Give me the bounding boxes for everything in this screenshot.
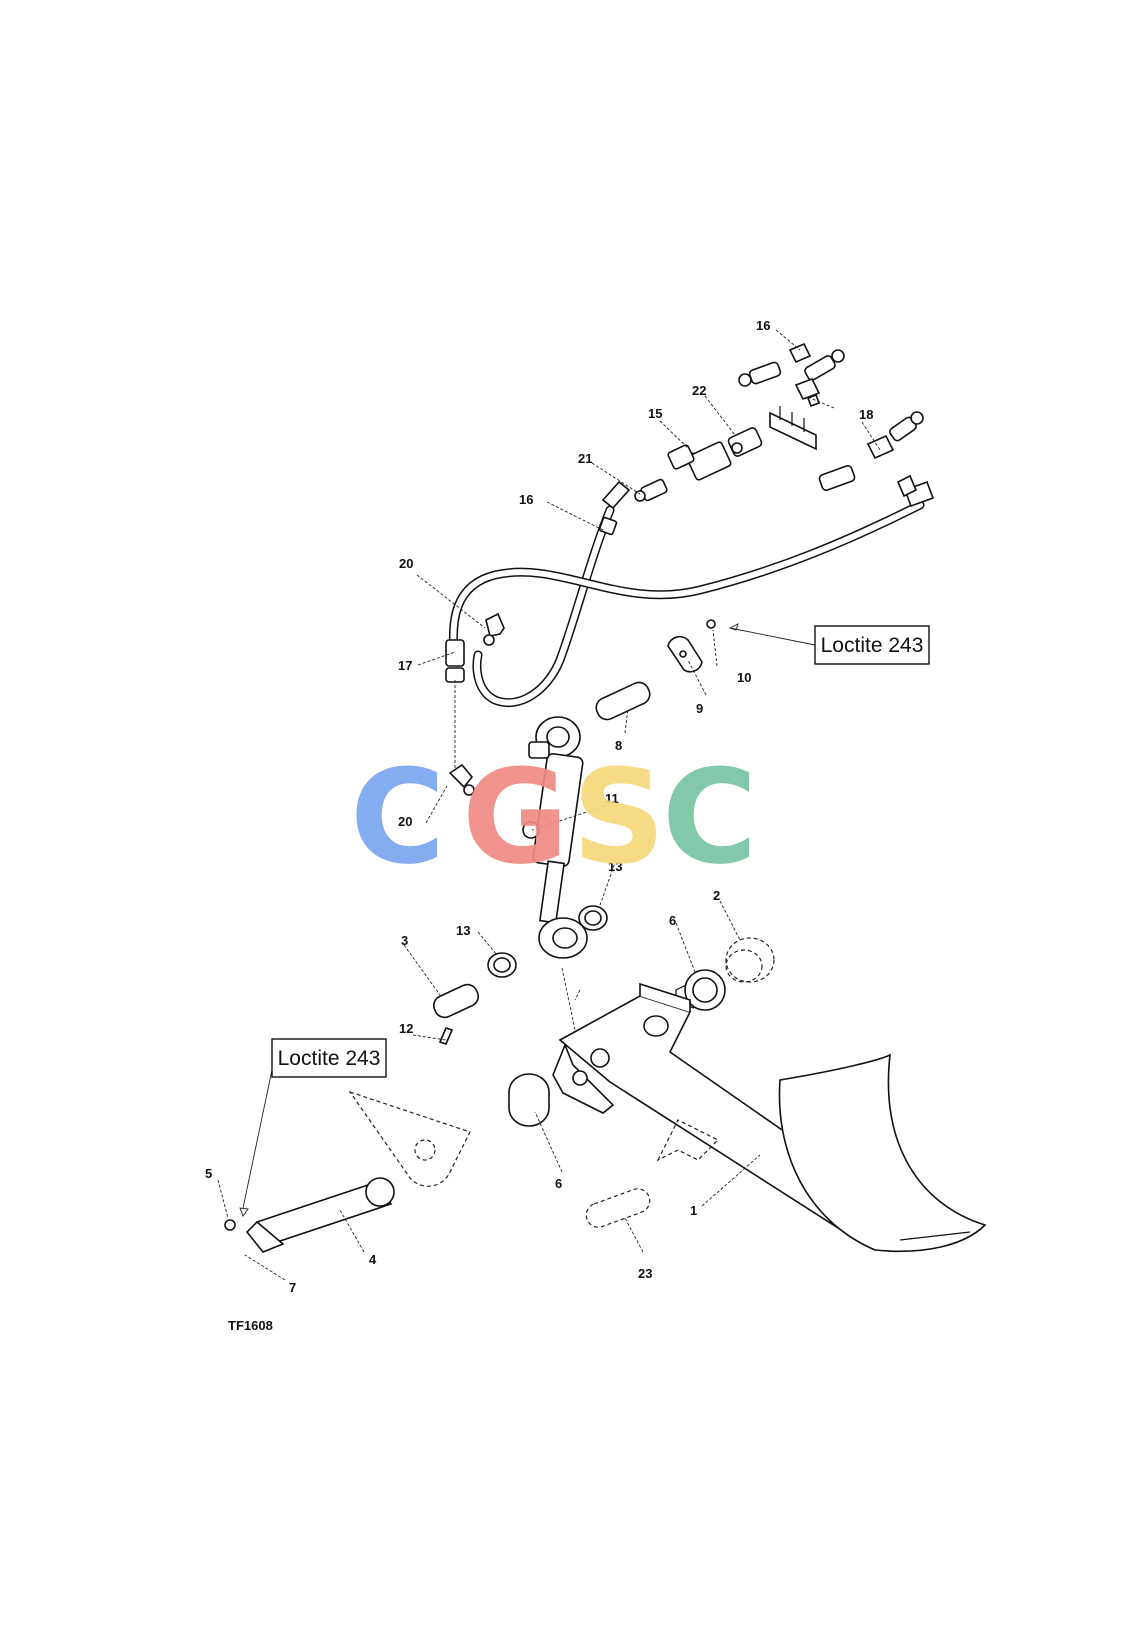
- fitting-19-group: [794, 377, 924, 492]
- callout-9: 9: [696, 701, 703, 716]
- callout-7: 7: [289, 1280, 296, 1295]
- callout-12: 12: [399, 1021, 413, 1036]
- hydraulic-cylinder: [522, 716, 588, 959]
- watermark-letter-4: C: [662, 741, 757, 893]
- callout-10: 10: [737, 670, 751, 685]
- callout-13-right: 13: [608, 859, 622, 874]
- washer-2: [725, 937, 775, 983]
- callout-19: 18: [859, 407, 873, 422]
- hose-16: [472, 480, 631, 708]
- callout-6-upper: 6: [669, 913, 676, 928]
- callout-11: 11: [605, 791, 619, 806]
- seal-13-left: [487, 952, 517, 978]
- pin-23: [585, 1119, 720, 1228]
- loctite-label-upper: Loctite 243: [821, 634, 924, 657]
- seal-13-right: [578, 905, 608, 931]
- fitting-22: [727, 427, 763, 457]
- callout-4: 4: [369, 1252, 377, 1267]
- callout-2: 2: [713, 888, 720, 903]
- plate-9: [667, 635, 703, 673]
- callout-20-lower: 20: [398, 814, 412, 829]
- watermark-letter-2: G: [462, 741, 569, 893]
- loctite-note-upper: Loctite 243: [814, 625, 930, 665]
- bracket-plate: [348, 1090, 471, 1187]
- hose-17: [445, 474, 935, 683]
- valve-15: [667, 441, 732, 481]
- callout-17: 17: [398, 658, 412, 673]
- callout-22: 22: [692, 383, 706, 398]
- callout-5: 5: [205, 1166, 212, 1181]
- callout-23: 23: [638, 1266, 652, 1281]
- elbow-20-lower: [448, 763, 475, 796]
- watermark-logo: C G S C: [350, 741, 757, 893]
- callout-18: 16: [756, 318, 770, 333]
- loctite-label-lower: Loctite 243: [278, 1047, 381, 1070]
- loctite-note-lower: Loctite 243: [271, 1038, 387, 1078]
- elbow-20-upper: [483, 612, 505, 646]
- callout-6-lower: 6: [555, 1176, 562, 1191]
- callout-13-left: 13: [456, 923, 470, 938]
- pin-8: [595, 681, 651, 721]
- callout-15: 15: [648, 406, 662, 421]
- lever-4: [245, 1177, 395, 1253]
- frame-1: [552, 982, 987, 1253]
- bolt-10: [706, 619, 716, 629]
- bushing-6-lower: [508, 1073, 550, 1127]
- watermark-letter-3: S: [572, 741, 666, 893]
- fitting-21: [634, 478, 668, 502]
- bushing-6-upper: [675, 969, 726, 1011]
- leader-lines: [217, 329, 881, 1281]
- watermark-letter-1: C: [350, 741, 445, 893]
- figure-id: TF1608: [228, 1318, 273, 1333]
- bracket-22: [769, 406, 817, 451]
- callout-8: 8: [615, 738, 622, 753]
- callout-20-upper: 20: [399, 556, 413, 571]
- callout-3: 3: [401, 933, 408, 948]
- callout-16: 16: [519, 492, 533, 507]
- callouts: 16 22 15 18 21 16 20 17 10 9 8 11 20 13 …: [205, 318, 873, 1295]
- bolt-5: [224, 1219, 236, 1231]
- pin-3: [432, 983, 480, 1019]
- bolt-12: [438, 1027, 454, 1045]
- fitting-18-group: [738, 342, 845, 387]
- callout-1: 1: [690, 1203, 697, 1218]
- callout-21: 21: [578, 451, 592, 466]
